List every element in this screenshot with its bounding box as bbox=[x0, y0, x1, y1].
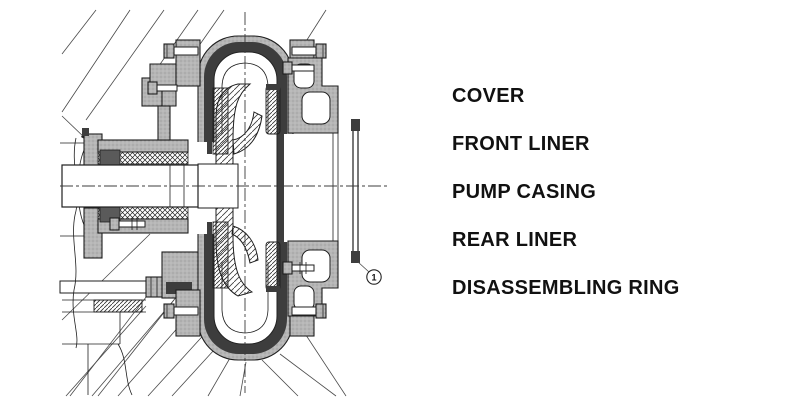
bolt-nozzle-bottom bbox=[282, 261, 315, 275]
bolt-nozzle-top bbox=[282, 61, 315, 75]
balloon-number: 1 bbox=[371, 273, 376, 283]
flange-bolts bbox=[109, 43, 327, 319]
bolt-bottom-left bbox=[163, 303, 199, 319]
part-label-disassembling-ring: DISASSEMBLING RING bbox=[452, 277, 680, 299]
foot-bolt-shank bbox=[59, 280, 147, 294]
cover-section bbox=[60, 128, 103, 349]
bolt-top-right bbox=[291, 43, 327, 59]
front-liner-section bbox=[265, 84, 281, 292]
leader-lines-bottom bbox=[171, 325, 347, 397]
pedestal-bracket bbox=[59, 251, 203, 396]
bolt-top-left bbox=[163, 43, 199, 59]
bolt-mid-left bbox=[147, 81, 178, 95]
centerlines bbox=[60, 12, 390, 393]
part-label-pump-casing: PUMP CASING bbox=[452, 181, 597, 203]
leader-lines-upper-left bbox=[61, 9, 327, 141]
balloon-callout: 1 bbox=[357, 261, 382, 285]
part-label-rear-liner: REAR LINER bbox=[452, 229, 578, 251]
part-label-cover: COVER bbox=[452, 85, 525, 107]
part-label-front-liner: FRONT LINER bbox=[452, 133, 590, 155]
bolt-gland-lower bbox=[109, 217, 146, 231]
adapter-bracket bbox=[141, 63, 177, 141]
disassembling-ring bbox=[351, 119, 360, 263]
bolt-bottom-right bbox=[291, 303, 327, 319]
foot-bolt-head bbox=[145, 276, 163, 298]
parts-label-list: COVER FRONT LINER PUMP CASING REAR LINER… bbox=[452, 86, 680, 299]
